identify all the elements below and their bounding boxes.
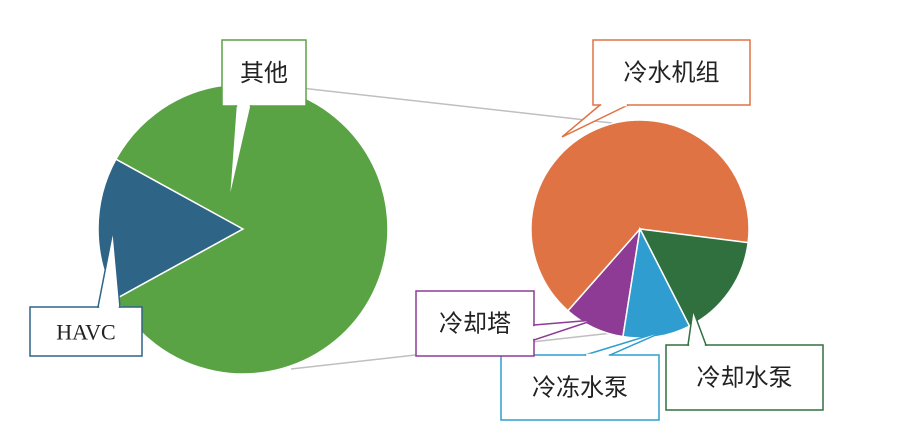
callout-51b753745854: 冷却塔 xyxy=(415,290,595,357)
callout-51b751bb6c346cf5: 冷冻水泵 xyxy=(500,329,668,421)
data-label: 冷水机组 xyxy=(624,59,720,87)
callout-box xyxy=(500,354,660,421)
callout-box xyxy=(665,344,824,411)
data-label: HAVC xyxy=(56,320,116,345)
data-label: 冷却塔 xyxy=(439,310,511,338)
callout-51764ed6: 其他 xyxy=(221,39,307,203)
slice-51b751bb6c346cf5 xyxy=(622,226,691,339)
connector-line-top xyxy=(300,87,613,124)
callout-havc: HAVC xyxy=(29,229,143,357)
callout-box xyxy=(592,39,751,106)
callout-box xyxy=(29,306,143,357)
data-label: 冷却水泵 xyxy=(697,364,793,392)
callout-51b753746c346cf5: 冷却水泵 xyxy=(665,309,824,411)
callout-51b76c34673a7ec4: 冷水机组 xyxy=(561,39,751,138)
primary-pie xyxy=(97,83,389,375)
slice-51764ed6 xyxy=(114,83,389,375)
secondary-pie xyxy=(530,119,750,339)
data-label: 冷冻水泵 xyxy=(532,374,628,402)
slice-51b76c34673a7ec4 xyxy=(530,119,750,312)
callout-pointer xyxy=(533,319,595,342)
callout-box xyxy=(221,39,307,107)
callout-box xyxy=(415,290,535,357)
data-label: 其他 xyxy=(240,59,288,87)
